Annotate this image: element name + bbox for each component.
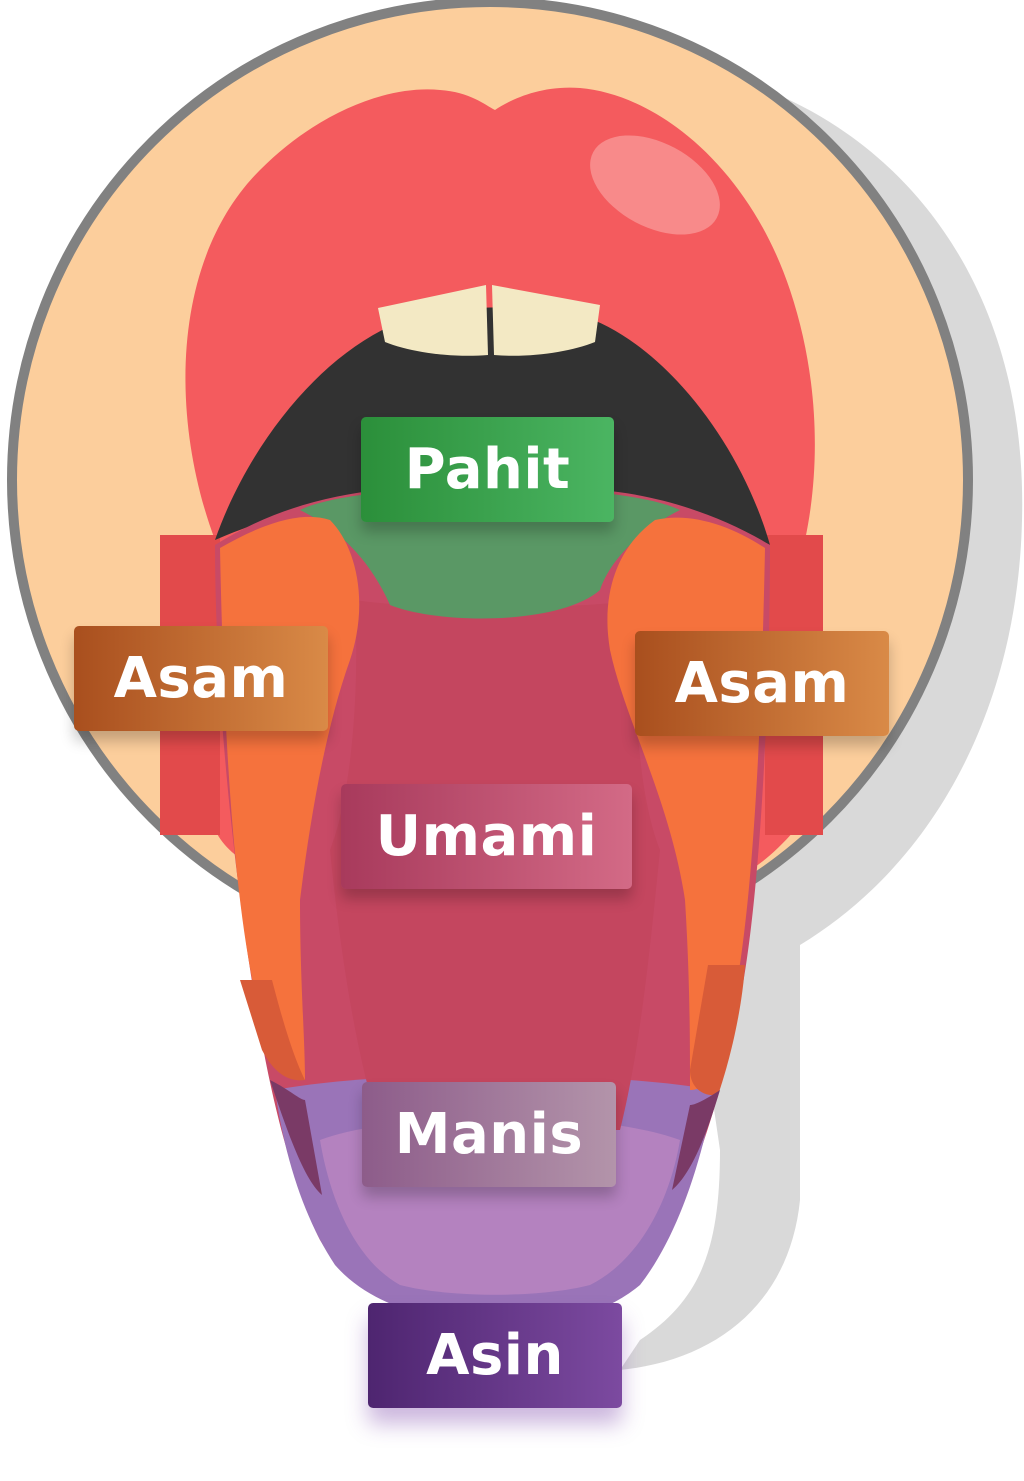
sour-lower-right xyxy=(690,965,745,1096)
label-bitter: Pahit xyxy=(361,417,614,522)
label-sweet: Manis xyxy=(362,1082,616,1187)
tooth-left xyxy=(378,285,488,356)
sour-lower-left xyxy=(240,980,305,1081)
salty-edge-left xyxy=(270,1080,322,1195)
lip-highlight xyxy=(590,135,720,235)
label-sour-right: Asam xyxy=(635,631,889,736)
label-umami: Umami xyxy=(341,784,632,889)
tooth-right xyxy=(492,285,600,356)
label-salty: Asin xyxy=(368,1303,622,1408)
salty-edge-right xyxy=(672,1090,720,1190)
label-sour-left: Asam xyxy=(74,626,328,731)
